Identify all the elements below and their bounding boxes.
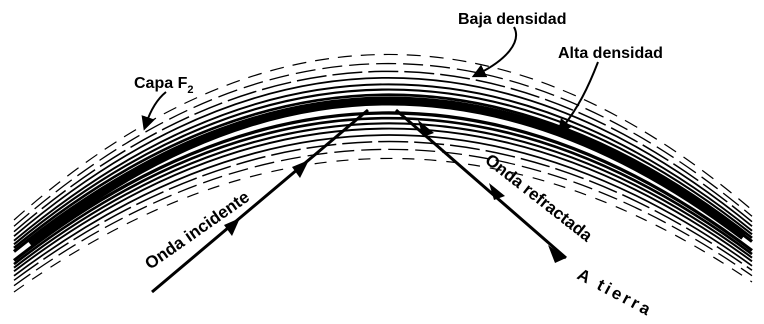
incident-arrowhead-upper xyxy=(292,160,309,178)
label-baja-densidad: Baja densidad xyxy=(458,11,566,28)
incident-wave-ray xyxy=(152,110,368,292)
leader-baja-densidad xyxy=(478,27,516,74)
refracted-arrowhead-upper xyxy=(418,120,434,137)
label-onda-incidente: Onda incidente xyxy=(141,187,252,273)
leader-capa-f2 xyxy=(146,92,166,124)
label-alta-densidad: Alta densidad xyxy=(558,45,663,62)
layer-band-line xyxy=(14,64,752,227)
layer-band-line xyxy=(14,123,752,267)
layer-band-line xyxy=(14,118,752,264)
label-capa-f-subscript: 2 xyxy=(187,84,193,96)
label-capa-f: Capa F xyxy=(134,75,188,92)
label-a-tierra: A tierra xyxy=(574,265,656,321)
